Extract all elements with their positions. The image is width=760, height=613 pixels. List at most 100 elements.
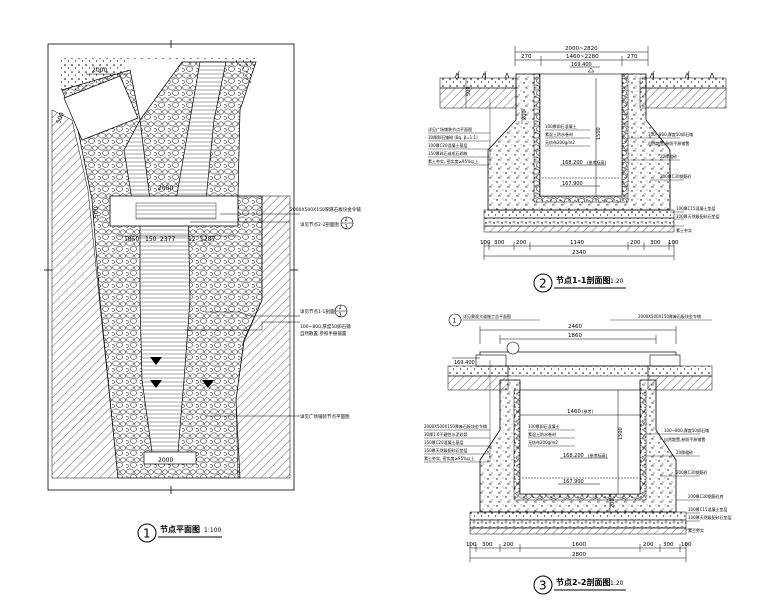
sec2-dim-b100b: 100 xyxy=(681,542,692,548)
sec2-dim-b300b: 300 xyxy=(663,542,674,548)
svg-text:详见景观大道施工总平面图: 详见景观大道施工总平面图 xyxy=(463,313,511,319)
sec2-base-soil xyxy=(469,527,687,535)
svg-text:169.400: 169.400 xyxy=(571,62,592,68)
plan-dim-2377: 2377 xyxy=(160,236,175,243)
sec2-ann-r5: 200厚C30钢筋砼底 xyxy=(688,493,724,499)
plan-ref-bubble-1: 2 3 xyxy=(334,304,348,319)
sec1-ann-c1: 100厚卵石混凝土 xyxy=(545,123,577,129)
plan-scale: 1:100 xyxy=(204,527,221,534)
sec2-scale: 1:20 xyxy=(610,580,624,587)
sec2-ann-r3: 20厚粗砂 xyxy=(676,449,693,455)
sec1-title-block: 2 节点1-1剖面图 1:20 xyxy=(533,273,626,293)
plan-title-block: 1 节点平面图 1:100 xyxy=(137,523,222,543)
sec1-dim-right: 270 xyxy=(627,54,638,60)
sec1-dim-b200b: 200 xyxy=(630,240,641,246)
sec2-ann-l4: 150厚天然级配砂石垫层 xyxy=(424,447,468,453)
sec2-title-block: 3 节点2-2剖面图 1:20 xyxy=(533,575,626,595)
sec2-ann-r1: 100~800,厚度50卵石铺 xyxy=(664,427,709,433)
plan-ann-slab: 2000X500X150厚麻石板块金令铺 xyxy=(290,206,361,213)
sec1-base-c15 xyxy=(483,209,675,219)
plan-stream-lines xyxy=(124,62,226,452)
svg-text:167.900: 167.900 xyxy=(562,181,583,187)
sec1-ground-left-base xyxy=(439,87,517,109)
plan-dim-2000-bottom: 2000 xyxy=(158,457,173,464)
sec2-ground-left xyxy=(447,365,509,377)
sec1-base-gravel xyxy=(483,217,675,227)
sec2-ground-right-base xyxy=(647,375,713,391)
plan-soil-left xyxy=(51,109,119,479)
svg-text:(参考标高): (参考标高) xyxy=(588,452,608,458)
sec1-level-top: 169.400 xyxy=(570,62,600,73)
svg-text:168.200: 168.200 xyxy=(563,453,584,459)
sec1-base-soil xyxy=(483,225,675,233)
plan-ann-section1: 详见节点1-1剖面图 xyxy=(300,308,339,315)
sec2-ann-l3: 150厚C20混凝土基层 xyxy=(424,439,464,445)
sec1-ann-c3: 无纺布200g/m2 xyxy=(545,139,575,145)
sec1-ann-l2: 30厚卵石铺砌 (Bq. β=1:1) xyxy=(428,134,478,140)
plan-dim-2080: 2080 xyxy=(158,185,173,192)
plan-dim-500-side: 500 xyxy=(55,111,66,124)
sec1-dim-v500: 500 xyxy=(466,86,472,96)
sec2-level-bottom: 167.900 xyxy=(558,479,600,485)
sec2-dim-b100a: 100 xyxy=(466,542,477,548)
sec2-slab-right-end xyxy=(649,354,681,367)
sec2-ann-r2: 自然散置,参照手册铺置 xyxy=(664,436,705,442)
section-1-1: 2000~2820 270 1460~2280 270 xyxy=(428,46,727,293)
sec2-ann-l5: 素土夯实, 密实度≥95%以上 xyxy=(424,455,475,461)
sec1-ann-r1: 100~800,厚度50卵石铺 xyxy=(648,131,693,137)
sec1-level-mid: 168.200 (参考标高) xyxy=(560,159,607,166)
sec1-channel xyxy=(539,73,623,197)
sec2-dim-inner: 1460 xyxy=(567,409,581,415)
svg-text:(参考标高): (参考标高) xyxy=(587,159,607,165)
sec2-ann-r7: 100厚天然级配砂石垫层 xyxy=(688,514,732,520)
sec1-ground-right-base xyxy=(639,87,727,109)
sec2-ann-l1: 2000X500X150厚麻石板块金令铺 xyxy=(424,423,487,429)
sec1-dim-bottom-total: 2340 xyxy=(572,250,586,256)
sec1-ann-l5: 素土夯实, 密实度≥95%以上 xyxy=(428,158,479,164)
sec2-dim-v1500: 1500 xyxy=(618,427,624,440)
sec2-channel xyxy=(519,389,641,495)
svg-text:3: 3 xyxy=(345,225,348,231)
plan-level-marker xyxy=(150,357,214,388)
plan-title: 节点平面图 xyxy=(160,524,200,534)
sec2-level-top: 169.400 xyxy=(452,357,480,366)
sec2-dim-b200a: 200 xyxy=(503,542,514,548)
sec1-ann-l4: 150厚碎石或毛石砌筑 xyxy=(428,150,468,156)
sec2-ground-left-base xyxy=(447,375,509,391)
sec2-ann-r8: 素土夯实 xyxy=(688,527,704,533)
sec2-dim-inner-note: (参考) xyxy=(582,408,594,414)
sec2-dim-b300a: 300 xyxy=(482,542,493,548)
sec1-level-bottom: 167.900 xyxy=(560,181,600,187)
sec1-dim-mid: 1460~2280 xyxy=(566,54,599,60)
sec1-ann-r5: 100厚C15混凝土垫层 xyxy=(676,205,716,211)
sec2-base-gravel xyxy=(469,519,687,529)
plan-crossing-slab-inner xyxy=(135,202,217,220)
sec2-ann-c3: 无纺布200g/m2 xyxy=(528,439,558,445)
sec1-dim-b1140: 1140 xyxy=(570,240,584,246)
sec1-title: 节点1-1剖面图 xyxy=(556,275,610,285)
svg-text:168.200: 168.200 xyxy=(562,160,583,166)
plan-top-slab xyxy=(63,75,139,141)
sec2-dim-b1600: 1600 xyxy=(572,542,586,548)
sec2-slab-left-end xyxy=(475,354,507,367)
plan-ann-drain: 详见广场铺装节点平面图 xyxy=(300,413,350,420)
sec2-ann-c2: 素混土防水卷材 xyxy=(528,431,556,437)
sec1-ann-c2: 素混土防水卷材 xyxy=(545,131,573,137)
sec1-ann-r4: 200厚C30钢筋砼 xyxy=(660,173,692,179)
sec2-ann-c1: 100厚卵石混凝土 xyxy=(528,423,560,429)
svg-text:3: 3 xyxy=(339,313,342,319)
sec1-dim-left: 270 xyxy=(521,54,532,60)
plan-ann-pebble: 100~800,厚度50卵石铺 xyxy=(300,323,351,330)
plan-bottom-slab xyxy=(143,451,197,465)
sec2-base-c15 xyxy=(469,511,687,521)
svg-text:1: 1 xyxy=(453,318,457,325)
sec1-scale: 1:20 xyxy=(610,278,624,285)
plan-view: 2000 500 2080 1850 150 2377 12 1287 2000… xyxy=(44,40,361,543)
svg-text:2000X500X150厚麻石板块金令铺: 2000X500X150厚麻石板块金令铺 xyxy=(638,313,701,319)
sec2-dim-top-total: 2460 xyxy=(568,324,582,330)
plan-dim-150: 150 xyxy=(145,236,157,243)
svg-text:2: 2 xyxy=(345,217,348,223)
sec1-ann-r6: 100厚天然级配砂石垫层 xyxy=(676,213,720,219)
svg-text:169.400: 169.400 xyxy=(454,360,475,366)
